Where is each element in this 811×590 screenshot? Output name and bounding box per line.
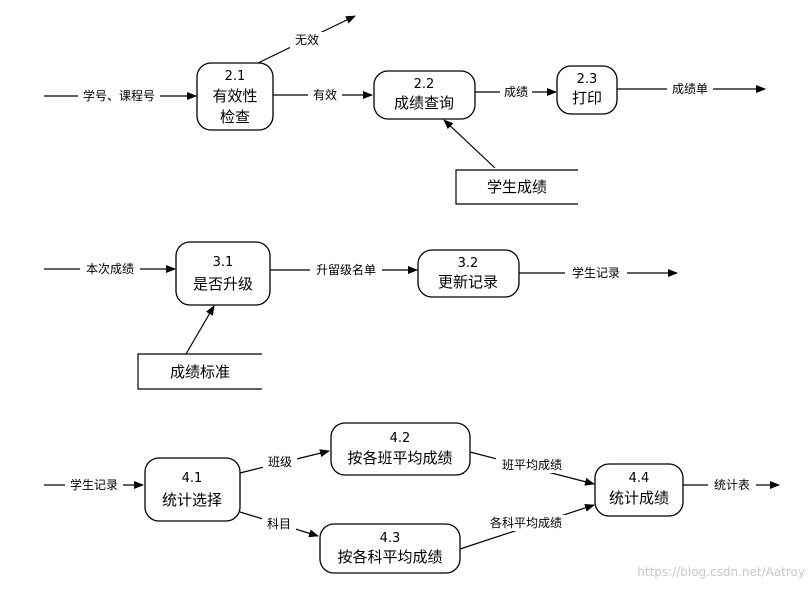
process-4-1-number: 4.1 xyxy=(182,471,203,486)
flow-valid-label: 有效 xyxy=(313,87,337,102)
process-4-4-name: 统计成绩 xyxy=(609,489,669,507)
data-store-student-scores: 学生成绩 xyxy=(455,169,578,205)
flow-input-label: 学号、课程号 xyxy=(83,88,155,103)
process-2-1 xyxy=(196,62,274,131)
diagram-promotion: 本次成绩 3.1 是否升级 成绩标准 升留级名单 3.2 更新记录 学生记录 xyxy=(44,241,678,390)
process-4-2 xyxy=(330,422,471,476)
diagram-statistics: 学生记录 4.1 统计选择 班级 科目 4.2 按各班平均成绩 4.3 按各科平… xyxy=(44,422,780,574)
flow-current-scores-label: 本次成绩 xyxy=(86,262,134,276)
flow-score-label: 成绩 xyxy=(504,85,528,99)
process-2-3 xyxy=(556,65,618,115)
flow-input-record-label: 学生记录 xyxy=(70,477,118,492)
process-4-1 xyxy=(144,457,241,522)
process-4-4 xyxy=(594,463,684,517)
process-2-1-name-line2: 检查 xyxy=(220,108,250,126)
process-2-3-name: 打印 xyxy=(572,89,602,107)
process-4-3-number: 4.3 xyxy=(380,531,401,546)
data-store-score-standard-label: 成绩标准 xyxy=(170,363,230,381)
flow-subject-label: 科目 xyxy=(267,517,291,531)
process-4-3-name: 按各科平均成绩 xyxy=(337,548,442,566)
flow-stats-table-label: 统计表 xyxy=(714,478,750,492)
process-2-1-number: 2.1 xyxy=(225,69,246,84)
process-3-1-name: 是否升级 xyxy=(193,275,253,293)
process-4-4-number: 4.4 xyxy=(629,471,650,486)
data-store-score-standard: 成绩标准 xyxy=(137,353,262,390)
flow-subject-avg-label: 各科平均成绩 xyxy=(490,515,562,530)
process-2-2-number: 2.2 xyxy=(414,77,435,92)
flow-standard-arrow xyxy=(185,305,215,355)
flow-store-scores-arrow xyxy=(443,119,496,169)
data-store-student-scores-label: 学生成绩 xyxy=(487,178,547,196)
flow-invalid-label: 无效 xyxy=(295,32,319,47)
flow-output-label: 成绩单 xyxy=(672,82,708,96)
flow-class-avg-label: 班平均成绩 xyxy=(502,458,562,472)
process-4-2-name: 按各班平均成绩 xyxy=(347,449,452,467)
process-2-3-number: 2.3 xyxy=(577,72,598,87)
flow-promotion-list-label: 升留级名单 xyxy=(316,262,376,277)
process-3-2-name: 更新记录 xyxy=(438,273,498,291)
process-2-2-name: 成绩查询 xyxy=(394,94,454,112)
process-3-1 xyxy=(175,241,271,306)
flow-class-label: 班级 xyxy=(268,455,292,469)
process-2-1-name-line1: 有效性 xyxy=(212,87,257,105)
process-4-1-name: 统计选择 xyxy=(162,491,222,509)
watermark: https://blog.csdn.net/Aatroy xyxy=(637,565,805,579)
process-3-2-number: 3.2 xyxy=(458,256,479,271)
diagram-validity-check: 学号、课程号 2.1 有效性 检查 无效 有效 2.2 成绩查询 学生成绩 成绩… xyxy=(44,15,766,205)
process-4-2-number: 4.2 xyxy=(390,431,411,446)
flow-student-record-label: 学生记录 xyxy=(572,265,620,280)
process-2-2 xyxy=(373,70,476,120)
process-3-1-number: 3.1 xyxy=(213,255,234,270)
